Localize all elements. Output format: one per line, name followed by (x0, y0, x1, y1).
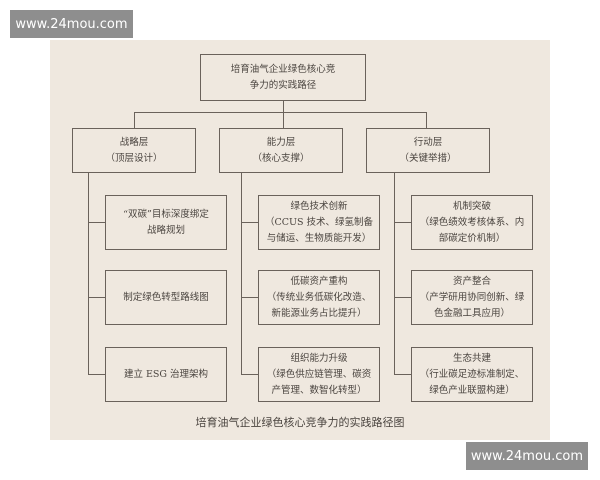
node-line: （绿色供应链管理、碳资 (266, 368, 372, 380)
layer-sub: （核心支撑） (252, 152, 310, 164)
layer-title: 战略层 (119, 136, 149, 148)
layer-sub: （顶层设计） (105, 152, 163, 164)
action-node: 建立 ESG 治理架构 (105, 347, 227, 402)
action-node: 制定绿色转型路线图 (105, 270, 227, 325)
layer-sub: （关键举措） (399, 152, 457, 164)
connector (88, 297, 105, 299)
connector (394, 374, 411, 376)
node-line: （CCUS 技术、绿氢制备 (264, 216, 374, 228)
action-node: 绿色技术创新 （CCUS 技术、绿氢制备与储运、生物质能开发） (258, 195, 380, 250)
layer-node: 能力层 （核心支撑） (219, 128, 343, 173)
root-line-2: 争力的实践路径 (249, 79, 317, 91)
connector (241, 374, 258, 376)
connector (88, 172, 90, 375)
node-line: （行业碳足迹标准制定、 (419, 368, 525, 380)
node-line: （传统业务低碳化改造、 (266, 291, 372, 303)
diagram-caption: 培育油气企业绿色核心竞争力的实践路径图 (195, 416, 405, 429)
connector (426, 112, 428, 128)
layer-title: 行动层 (413, 136, 443, 148)
node-line: 制定绿色转型路线图 (123, 291, 209, 303)
connector (88, 222, 105, 224)
node-line: 资产整合 (452, 275, 491, 287)
node-line: 建立 ESG 治理架构 (123, 368, 209, 380)
node-line: 产管理、数智化转型） (271, 384, 367, 396)
connector (394, 297, 411, 299)
connector (241, 172, 243, 375)
node-line: （产学研用协同创新、绿 (419, 291, 525, 303)
node-line: 机制突破 (452, 200, 491, 212)
node-line: “双碳”目标深度绑定 (123, 208, 209, 220)
connector (241, 297, 258, 299)
action-node: 资产整合 （产学研用协同创新、绿色金融工具应用） (411, 270, 533, 325)
action-node: 低碳资产重构 （传统业务低碳化改造、新能源业务占比提升） (258, 270, 380, 325)
node-line: 生态共建 (452, 352, 491, 364)
action-node: 机制突破 （绿色绩效考核体系、内部碳定价机制） (411, 195, 533, 250)
action-node: “双碳”目标深度绑定战略规划 (105, 195, 227, 250)
connector (394, 172, 396, 375)
node-line: 战略规划 (146, 224, 185, 236)
root-line-1: 培育油气企业绿色核心竞 (230, 63, 336, 75)
root-node: 培育油气企业绿色核心竞 争力的实践路径 (200, 54, 366, 101)
connector (241, 222, 258, 224)
layer-node: 战略层 （顶层设计） (72, 128, 196, 173)
node-line: （绿色绩效考核体系、内 (419, 216, 525, 228)
node-line: 绿色技术创新 (290, 200, 348, 212)
node-line: 绿色产业联盟构建） (429, 384, 515, 396)
connector (134, 112, 136, 128)
action-node: 生态共建 （行业碳足迹标准制定、绿色产业联盟构建） (411, 347, 533, 402)
node-line: 与储运、生物质能开发） (266, 232, 372, 244)
node-line: 部碳定价机制） (438, 232, 506, 244)
layer-title: 能力层 (266, 136, 296, 148)
action-node: 组织能力升级 （绿色供应链管理、碳资产管理、数智化转型） (258, 347, 380, 402)
watermark-bottom: www.24mou.com (466, 442, 588, 470)
connector (134, 112, 427, 114)
node-line: 新能源业务占比提升） (271, 307, 367, 319)
watermark-top: www.24mou.com (10, 10, 133, 38)
connector (283, 100, 285, 128)
node-line: 低碳资产重构 (290, 275, 348, 287)
node-line: 组织能力升级 (290, 352, 348, 364)
layer-node: 行动层 （关键举措） (366, 128, 490, 173)
node-line: 色金融工具应用） (433, 307, 510, 319)
connector (88, 374, 105, 376)
connector (394, 222, 411, 224)
diagram-panel (50, 40, 550, 440)
